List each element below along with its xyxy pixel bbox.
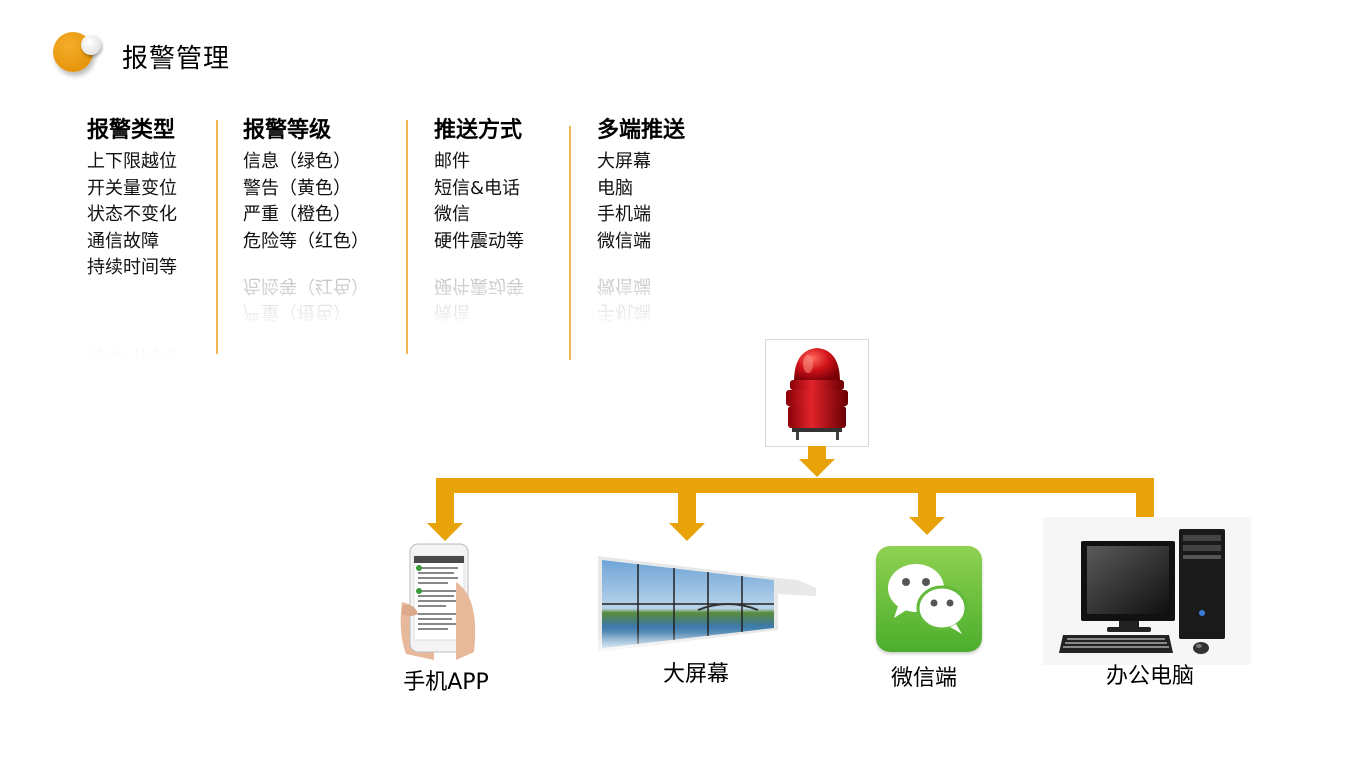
list-item: 开关量变位 [87,177,177,199]
logo-icon [53,32,109,80]
column-divider [406,120,408,354]
list-item: 微信端 [597,275,651,296]
list-item: 硬件震动等 [434,230,524,252]
text-reflection: 警告（黄色） 严重（橙色） 危险等（红色） [243,271,369,341]
list-item: 警告（黄色） [243,328,351,341]
mobile-phone-icon [396,542,482,660]
list-item: 微信 [434,204,470,225]
target-label: 微信端 [890,666,957,691]
list-item: 电脑 [597,328,633,341]
list-item: 通信故障 [87,230,159,252]
page-title: 报警管理 [122,44,231,74]
list-item: 邮件 [434,151,470,172]
list-item: 电脑 [597,177,633,199]
target-label: 大屏幕 [662,662,729,687]
list-item: 微信端 [597,230,651,252]
column-push-method: 推送方式 邮件 短信&电话 微信 硬件震动等 短信&电话 微信 硬件震动等 [434,116,524,341]
column-title: 多端推送 [597,118,686,143]
column-title: 报警等级 [243,118,332,143]
desktop-computer-icon [1043,517,1251,665]
red-alarm-beacon-icon [786,348,848,440]
wechat-icon [876,546,982,652]
column-title: 推送方式 [434,118,523,143]
list-item: 持续时间等 [87,345,177,367]
list-item: 危险等（红色） [243,275,369,296]
target-label: 办公电脑 [1105,664,1194,689]
column-alarm-type: 报警类型 上下限越位 开关量变位 状态不变化 通信故障 持续时间等 状态不变化 … [87,116,177,370]
text-reflection: 电脑 手机端 微信端 [597,271,685,341]
list-item: 硬件震动等 [434,275,524,296]
list-item: 大屏幕 [597,151,651,172]
list-item: 状态不变化 [87,204,177,225]
list-item: 手机端 [597,204,651,225]
text-reflection: 状态不变化 通信故障 持续时间等 [87,290,177,370]
list-item: 手机端 [597,301,651,323]
text-reflection: 短信&电话 微信 硬件震动等 [434,271,524,341]
list-item: 短信&电话 [434,177,521,199]
list-item: 危险等（红色） [243,230,369,252]
alarm-source [765,339,869,447]
column-title: 报警类型 [87,118,176,143]
column-alarm-level: 报警等级 信息（绿色） 警告（黄色） 严重（橙色） 危险等（红色） 警告（黄色）… [243,116,369,341]
column-divider [216,120,218,354]
list-item: 严重（橙色） [243,301,351,323]
column-multi-terminal: 多端推送 大屏幕 电脑 手机端 微信端 电脑 手机端 微信端 [597,116,685,341]
list-item: 上下限越位 [87,151,177,172]
list-item: 警告（黄色） [243,177,351,199]
target-label: 手机APP [403,670,489,695]
list-item: 持续时间等 [87,257,177,278]
list-item: 微信 [434,301,470,323]
list-item: 短信&电话 [434,328,521,341]
list-item: 严重（橙色） [243,204,351,225]
list-item: 信息（绿色） [243,151,351,172]
video-wall-icon [598,548,816,658]
column-divider [569,126,571,360]
